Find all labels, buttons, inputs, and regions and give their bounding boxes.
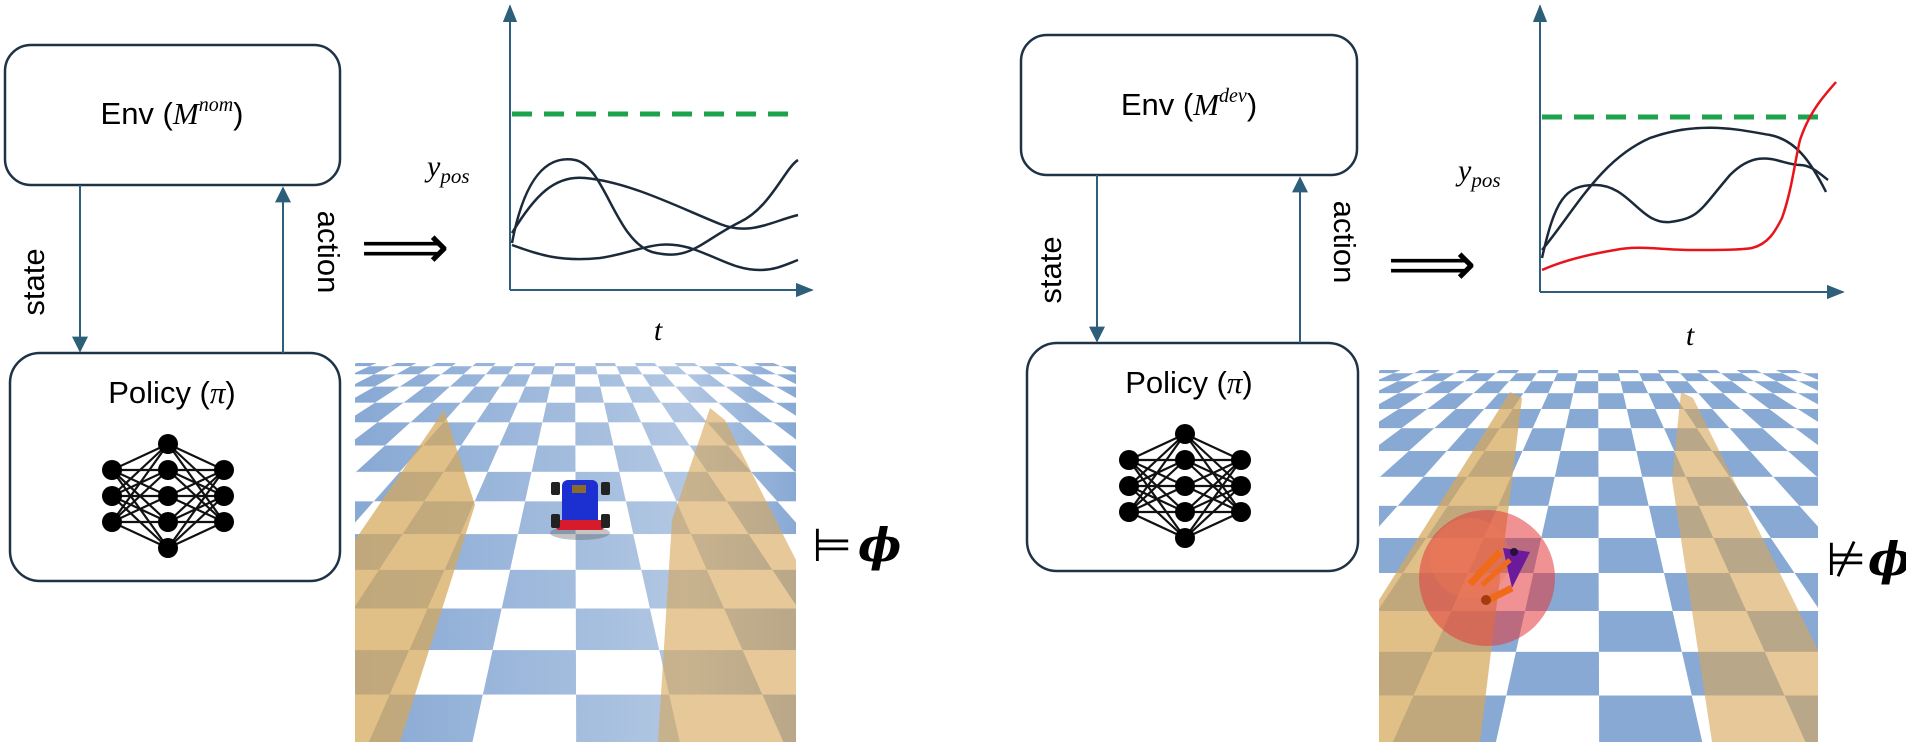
spec-phi-deviated: ϕ (1868, 532, 1906, 586)
corridor-wall-left (355, 410, 475, 742)
env-label-nominal: Env (Mnom) (101, 94, 244, 131)
not-satisfies-symbol: ⊭ (1826, 532, 1866, 586)
neural-network-icon (1119, 424, 1251, 548)
x-axis-label: t (1686, 319, 1695, 352)
y-axis-label: ypos (424, 150, 470, 188)
trajectory-trace (510, 158, 799, 256)
action-label-deviated: action (1327, 201, 1362, 284)
policy-label-deviated: Policy (π) (1125, 365, 1253, 400)
trajectory-trace (510, 176, 799, 234)
implies-arrow-nominal: ⟹ (361, 210, 450, 283)
spec-phi-nominal: ϕ (858, 518, 901, 572)
state-label-nominal: state (16, 248, 51, 315)
position-plot-nominal: ypos t (424, 4, 814, 347)
corridor-wall-right (658, 408, 796, 742)
satisfies-symbol: ⊨ (812, 518, 852, 572)
simulation-scene-deviated (1379, 370, 1818, 742)
car-robot-icon (550, 480, 610, 540)
panel-deviated: Env (Mdev) Policy (π) state action ⟹ ypo… (1019, 4, 1906, 742)
x-axis-label: t (654, 314, 663, 347)
trajectory-trace (1540, 157, 1829, 259)
neural-network-icon (102, 434, 234, 558)
env-label-deviated: Env (Mdev) (1121, 85, 1257, 122)
position-plot-deviated: ypos t (1455, 4, 1845, 352)
legged-robot-icon (1467, 548, 1530, 605)
implies-arrow-deviated: ⟹ (1388, 227, 1477, 300)
panel-nominal: Env (Mnom) Policy (π) state action ⟹ ypo… (3, 4, 901, 742)
action-label-nominal: action (311, 211, 346, 294)
state-label-deviated: state (1033, 236, 1068, 303)
env-box-deviated (1019, 33, 1359, 177)
policy-label-nominal: Policy (π) (108, 375, 236, 410)
corridor-wall-right (1672, 392, 1818, 742)
trajectory-trace (511, 243, 799, 272)
y-axis-label: ypos (1455, 154, 1501, 192)
simulation-scene-nominal (355, 363, 796, 742)
violation-trace (1541, 81, 1837, 272)
trajectory-trace (1541, 126, 1828, 251)
env-box-nominal (3, 43, 342, 187)
